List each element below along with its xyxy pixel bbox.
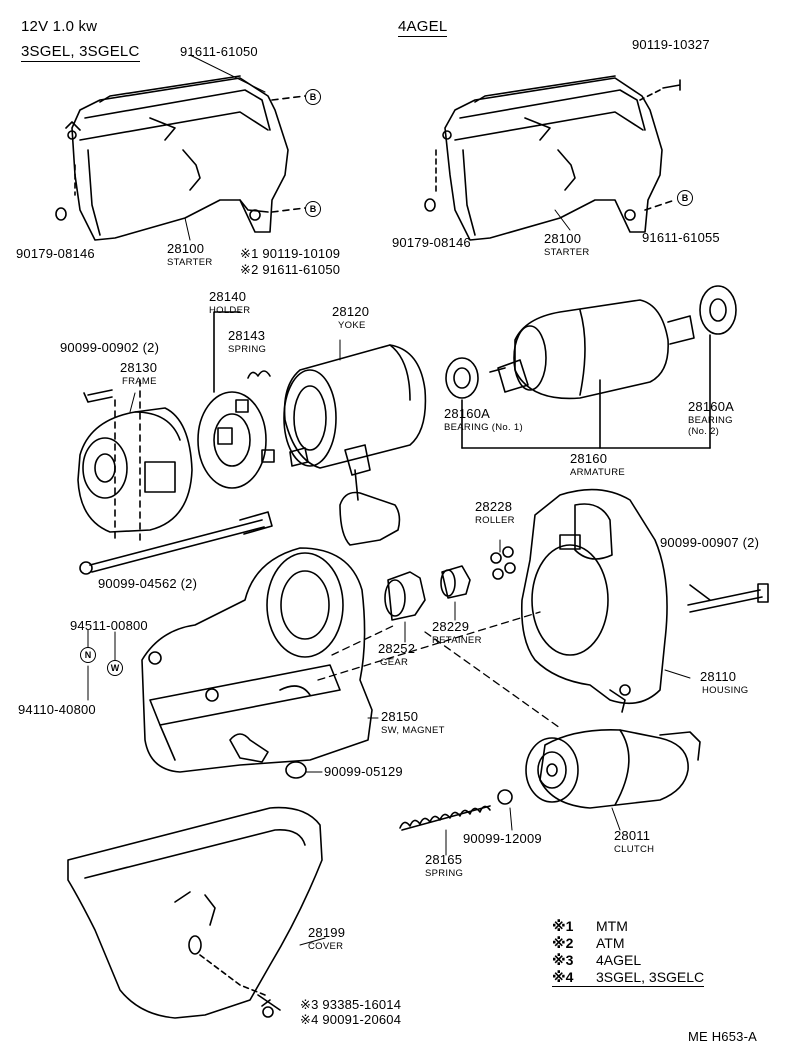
part-90099-05129: 90099-05129 — [324, 764, 403, 779]
part-28229-name: RETAINER — [432, 635, 482, 646]
part-28160a-left-name: BEARING (No. 1) — [444, 422, 523, 433]
cover-drawing — [67, 806, 323, 1019]
legend-row: ※3 4AGEL — [552, 952, 704, 969]
part-28100-left-name: STARTER — [167, 257, 213, 268]
part-28252-name: GEAR — [380, 657, 409, 668]
engine-heading-right: 4AGEL — [398, 18, 448, 37]
part-28130-name: FRAME — [122, 376, 157, 387]
part-91611-61050-top: 91611-61050 — [180, 44, 258, 59]
legend-row: ※1 MTM — [552, 918, 704, 935]
engine-heading-left: 3SGEL, 3SGELC — [21, 43, 140, 62]
part-28199-name: COVER — [308, 941, 344, 952]
marker-b-left-top: B — [305, 89, 321, 105]
part-28160a-left-number: 28160A — [444, 406, 491, 421]
legend-row: ※4 3SGEL, 3SGELC — [552, 969, 705, 987]
part-91611-61055: 91611-61055 — [642, 230, 720, 245]
legend-row: ※2 ATM — [552, 935, 704, 952]
part-90179-08146-right: 90179-08146 — [392, 235, 471, 250]
part-28150-number: 28150 — [381, 709, 419, 724]
part-28228-name: ROLLER — [475, 515, 515, 526]
part-28110-name: HOUSING — [702, 685, 749, 696]
legend-text: MTM — [596, 918, 628, 934]
part-93385-16014: ※3 93385-16014 — [300, 997, 402, 1012]
part-28160a-right-name-2: (No. 2) — [688, 426, 720, 437]
marker-b-right: B — [677, 190, 693, 206]
dashed-guide-lines — [317, 611, 561, 729]
part-90099-00907: 90099-00907 (2) — [660, 535, 760, 550]
starter-right-drawing — [424, 75, 681, 241]
part-28160a-right-number: 28160A — [688, 399, 735, 414]
starter-left-drawing — [55, 54, 306, 241]
part-28140-number: 28140 — [209, 289, 247, 304]
part-28100-right-name: STARTER — [544, 247, 590, 258]
part-28100-right-number: 28100 — [544, 231, 582, 246]
spring-drawing — [399, 805, 491, 856]
brush-holder-drawing — [197, 311, 275, 489]
legend-text: 3SGEL, 3SGELC — [596, 969, 705, 985]
part-94511-00800: 94511-00800 — [70, 618, 148, 633]
part-28100-left-number: 28100 — [167, 241, 205, 256]
part-28143-number: 28143 — [228, 328, 266, 343]
housing-drawing — [520, 488, 769, 713]
legend-mark: ※2 — [552, 935, 574, 951]
part-28199-number: 28199 — [308, 925, 346, 940]
clutch-drawing — [497, 728, 701, 809]
magnet-switch-drawing — [141, 547, 373, 779]
gear-retainer-roller-drawing — [384, 539, 516, 643]
part-90119-10109: ※1 90119-10109 — [240, 246, 341, 261]
part-28160-number: 28160 — [570, 451, 608, 466]
part-28165-name: SPRING — [425, 868, 464, 879]
diagram-code: ME H653-A — [688, 1029, 757, 1044]
part-28110-number: 28110 — [700, 669, 737, 684]
marker-w: W — [107, 660, 123, 676]
part-28150-name: SW, MAGNET — [381, 725, 445, 736]
part-90119-10327: 90119-10327 — [632, 37, 710, 52]
part-90099-04562: 90099-04562 (2) — [98, 576, 198, 591]
part-91611-61050-alt: ※2 91611-61050 — [240, 262, 341, 277]
part-90179-08146-left: 90179-08146 — [16, 246, 95, 261]
part-28120-name: YOKE — [338, 320, 366, 331]
yoke-drawing — [283, 344, 427, 546]
marker-b-left-bottom: B — [305, 201, 321, 217]
armature-drawing — [445, 285, 737, 449]
part-28011-number: 28011 — [614, 828, 651, 843]
spec-heading: 12V 1.0 kw — [21, 18, 98, 35]
legend-mark: ※4 — [552, 969, 574, 985]
part-28252-number: 28252 — [378, 641, 416, 656]
leader-lines — [87, 209, 691, 946]
legend-text: 4AGEL — [596, 952, 642, 968]
legend-text: ATM — [596, 935, 625, 951]
legend: ※1 MTM ※2 ATM ※3 4AGEL ※4 3SGEL, 3SGELC — [552, 918, 705, 987]
part-28143-name: SPRING — [228, 344, 267, 355]
part-28160-name: ARMATURE — [570, 467, 626, 478]
part-28130-number: 28130 — [120, 360, 158, 375]
part-90099-00902: 90099-00902 (2) — [60, 340, 160, 355]
part-28165-number: 28165 — [425, 852, 463, 867]
part-28120-number: 28120 — [332, 304, 370, 319]
part-28229-number: 28229 — [432, 619, 470, 634]
part-28011-name: CLUTCH — [614, 844, 655, 855]
marker-n: N — [80, 647, 96, 663]
frame-drawing — [77, 379, 273, 575]
part-28160a-right-name-1: BEARING — [688, 415, 733, 426]
legend-mark: ※3 — [552, 952, 574, 968]
part-94110-40800: 94110-40800 — [18, 702, 96, 717]
part-28228-number: 28228 — [475, 499, 513, 514]
legend-mark: ※1 — [552, 918, 574, 934]
part-90091-20604: ※4 90091-20604 — [300, 1012, 402, 1027]
part-28140-name: HOLDER — [209, 305, 251, 316]
part-90099-12009: 90099-12009 — [463, 831, 542, 846]
